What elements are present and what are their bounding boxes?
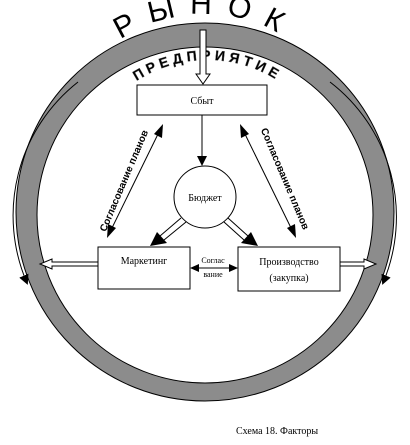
- plan-coordination-left-arrow: [109, 129, 161, 233]
- marketing-box: [97, 246, 191, 290]
- plan-coordination-left-head-bottom: [107, 224, 116, 238]
- budget-to-marketing-line-a: [159, 217, 182, 237]
- coordination-arrow-head-left: [190, 264, 199, 272]
- coordination-label-line1: Соглас: [201, 256, 225, 265]
- plan-coordination-left-head-top: [154, 124, 163, 138]
- budget-to-marketing-arrowhead: [150, 232, 167, 246]
- coordination-arrow-head-right: [229, 264, 238, 272]
- sales-box: [136, 84, 268, 116]
- production-label-line2: (закупка): [269, 273, 308, 284]
- production-label-line1: Производство: [259, 257, 318, 268]
- budget-circle: [173, 165, 237, 229]
- plan-coordination-right-head-bottom: [287, 224, 296, 238]
- budget-label: Бюджет: [188, 193, 222, 204]
- production-to-market-arrow: [339, 258, 378, 270]
- budget-to-marketing-line-b: [163, 221, 187, 241]
- ring-arrow-left: [12, 81, 79, 285]
- plan-coordination-right-arrow: [242, 129, 294, 233]
- marketing-label: Маркетинг: [121, 256, 168, 267]
- budget-to-production-line-b: [223, 221, 245, 241]
- plan-coordination-right-head-top: [240, 124, 249, 138]
- market-to-sales-arrow: [195, 29, 211, 85]
- sales-label: Сбыт: [191, 96, 215, 107]
- marketing-to-market-arrow: [38, 258, 99, 270]
- coordination-label-line2: вание: [203, 270, 223, 279]
- figure-caption: Схема 18. Факторы: [236, 426, 319, 437]
- budget-to-production-line-a: [227, 217, 249, 237]
- budget-to-production-arrowhead: [241, 232, 258, 246]
- ring-arrow-right: [329, 81, 397, 285]
- production-box: [237, 246, 341, 292]
